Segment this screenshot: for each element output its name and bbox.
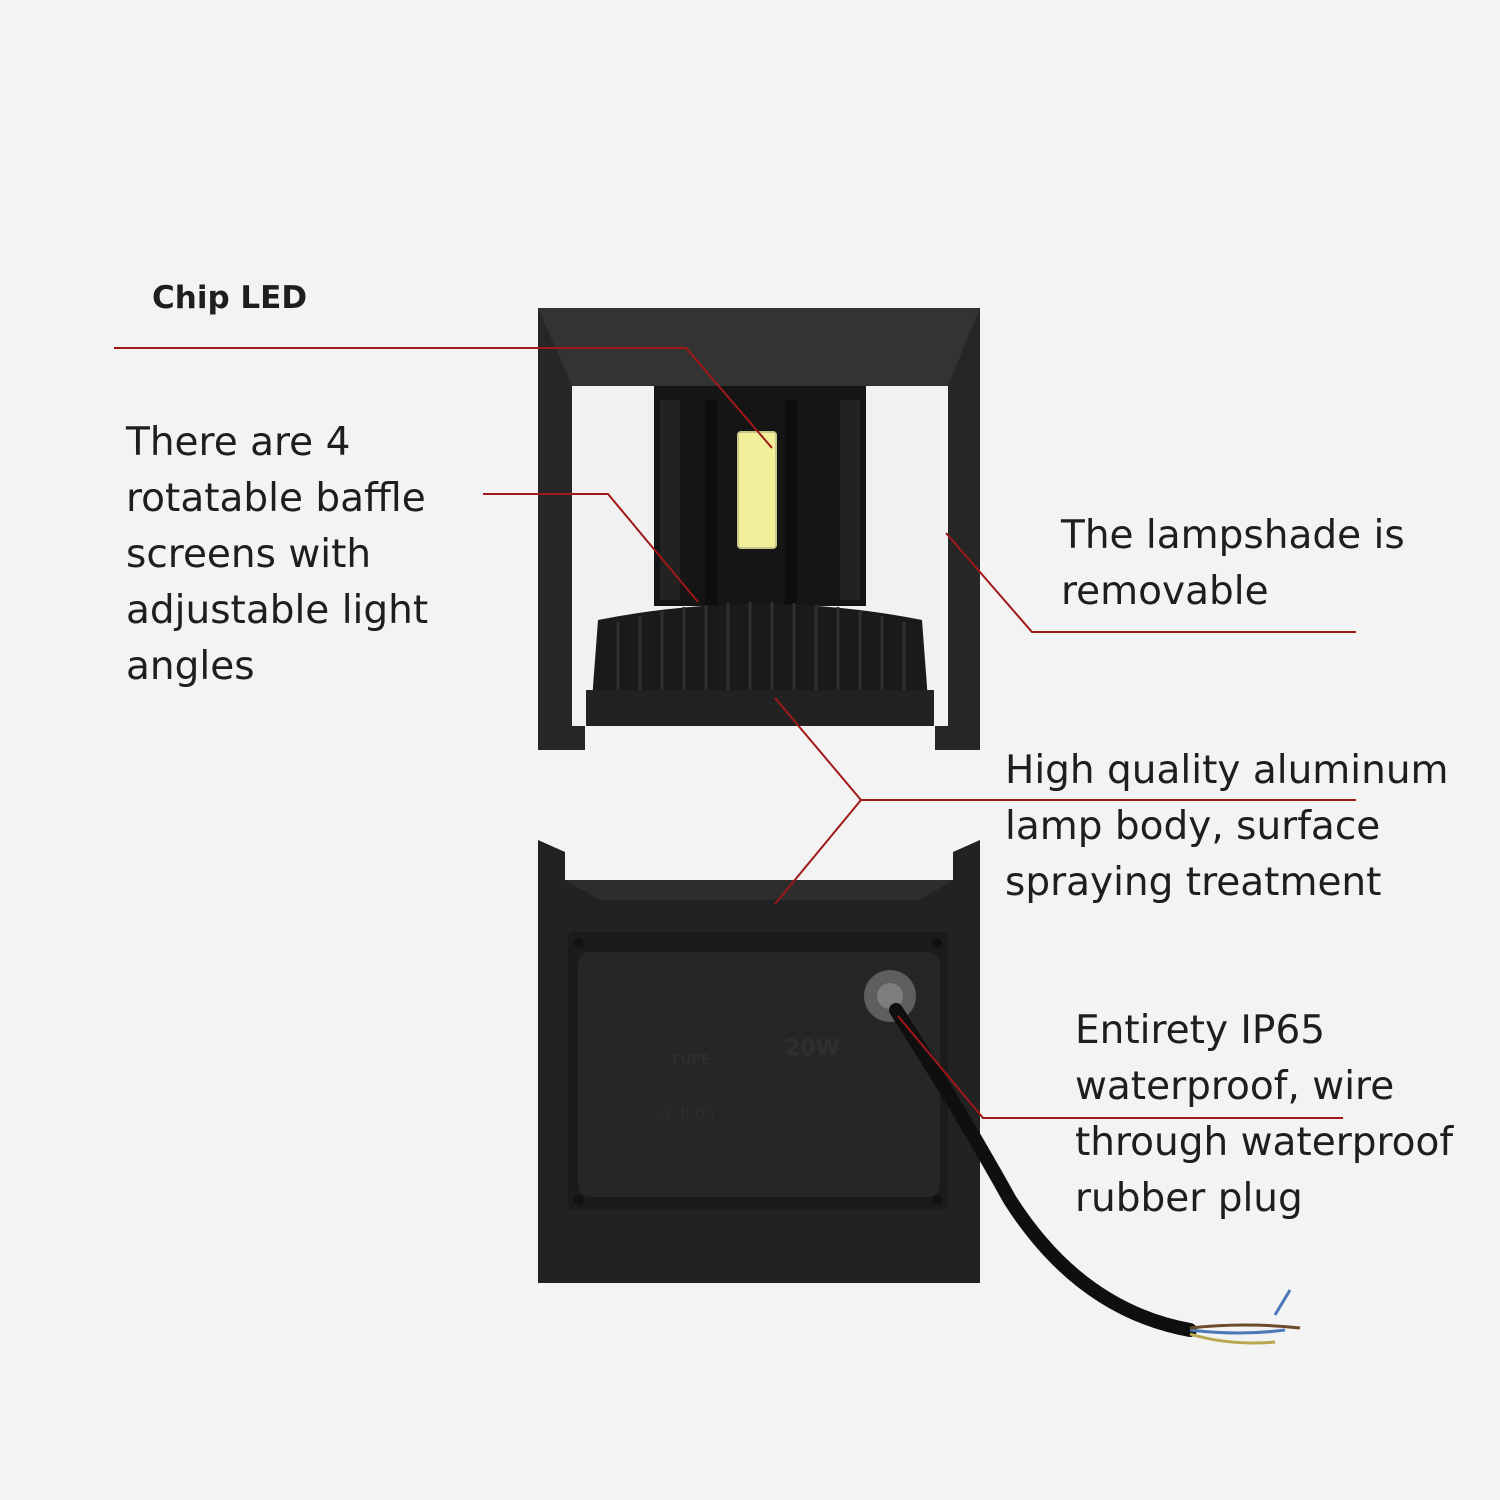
leader-aluminum-b [774,799,862,905]
leader-waterproof [897,1015,1343,1119]
upper-lamp [538,308,980,750]
model-text: MODEL:FP-HWBD-B01 [652,1076,751,1086]
callout-line: There are 4 [126,420,351,465]
cert-text: CE IP65 [654,1104,716,1123]
callout-line: spraying treatment [1005,860,1382,905]
callout-baffle: There are 4 rotatable baffle screens wit… [126,415,428,695]
callout-line: lamp body, surface [1005,804,1381,849]
callout-line: through waterproof [1075,1120,1454,1165]
lower-lamp [538,840,1301,1345]
power-cable [889,1003,1197,1337]
callout-line: removable [1061,569,1269,614]
callout-line: angles [126,644,255,689]
callout-line: High quality aluminum [1005,748,1449,793]
leader-lines [114,347,1356,1119]
callout-aluminum-body: High quality aluminum lamp body, surface… [1005,743,1449,911]
leader-baffle [483,493,699,603]
brand-logo-text: FUPE [672,1053,710,1068]
label-panel [578,952,940,1197]
callout-line: screens with [126,532,372,577]
cable-wires [1189,1289,1301,1345]
callout-line: adjustable light [126,588,429,633]
frame-top-bevel [538,308,980,386]
callout-line: rotatable baffle [126,476,426,521]
specs-text: 4000K 1700Lm 300mA 50Hz AC85-265V [652,1090,835,1100]
led-chip [737,431,777,549]
callout-chip-led: Chip LED [152,280,308,316]
leader-lampshade [945,532,1356,633]
callout-line: waterproof, wire [1075,1064,1395,1109]
heat-sink-fins [616,602,906,695]
wattage-text: 20W [785,1036,840,1061]
callout-waterproof: Entirety IP65 waterproof, wire through w… [1075,1003,1453,1227]
callout-line: The lampshade is [1061,513,1405,558]
leader-chip-led [114,347,773,449]
heat-sink [592,604,928,700]
callout-line: rubber plug [1075,1176,1303,1221]
lamp-base-plate [586,690,934,726]
plate-screws [574,938,942,1205]
callout-lampshade: The lampshade is removable [1061,508,1405,620]
callout-line: Entirety IP65 [1075,1008,1326,1053]
